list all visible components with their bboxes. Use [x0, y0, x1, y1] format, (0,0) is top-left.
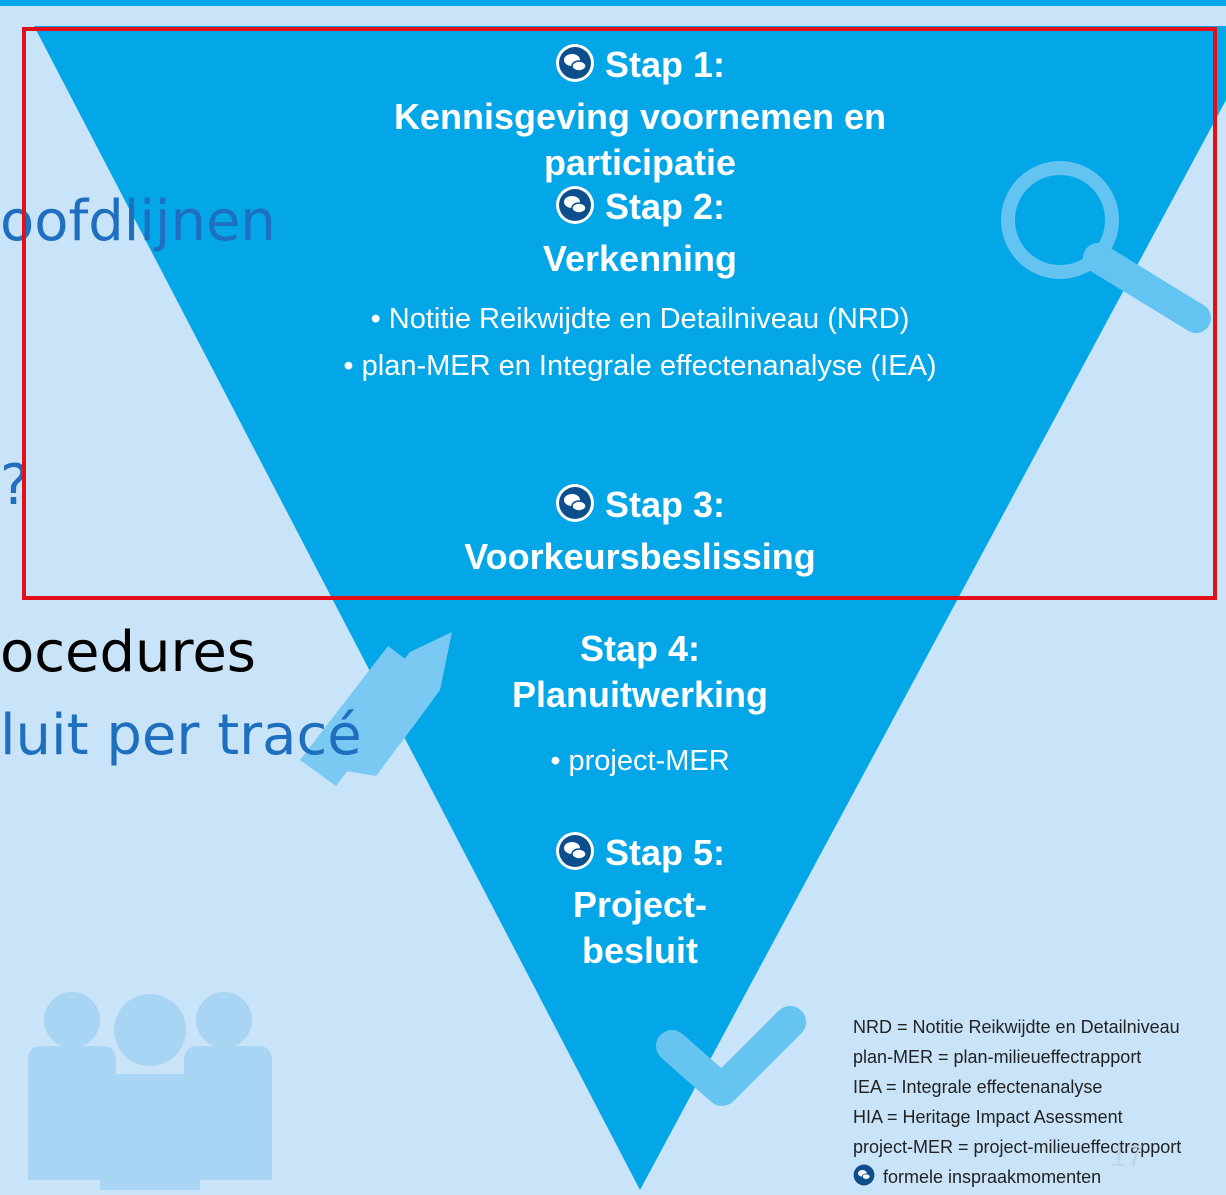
speech-bubble-icon: [555, 43, 595, 94]
step-2-bullet-2: • plan-MER en Integrale effectenanalyse …: [343, 350, 937, 382]
legend-item: plan-MER = plan-milieueffectrapport: [853, 1047, 1142, 1067]
slide-text-fragment-4: luit per tracé: [0, 703, 362, 768]
legend-item: IEA = Integrale effectenanalyse: [853, 1077, 1103, 1097]
step-title: Stap 4:: [579, 628, 701, 669]
people-icon: [28, 992, 272, 1190]
slide-text-fragment-3: ocedures: [0, 620, 256, 685]
step-title: Stap 2:: [604, 186, 726, 227]
step-name-line-1: Project-: [572, 884, 708, 925]
step-1: Stap 1: Kennisgeving voornemen en partic…: [340, 42, 940, 186]
step-name-line-2: besluit: [581, 930, 698, 971]
step-name: Verkenning: [542, 238, 738, 279]
speech-bubble-icon: [853, 1164, 875, 1195]
checkmark-icon: [656, 1006, 806, 1106]
step-title: Stap 3:: [604, 484, 726, 525]
legend-icon-label: formele inspraakmomenten: [883, 1167, 1102, 1187]
step-4-bullet-1: • project-MER: [550, 745, 730, 777]
legend-icon-row: formele inspraakmomenten: [853, 1162, 1181, 1192]
step-2: Stap 2: Verkenning: [340, 184, 940, 282]
slide-text-fragment-1: oofdlijnen: [0, 189, 276, 254]
speech-bubble-icon: [555, 831, 595, 882]
step-title: Stap 1:: [604, 44, 726, 85]
step-5: Stap 5: Project- besluit: [340, 830, 940, 974]
legend-item: project-MER = project-milieueffectrappor…: [853, 1137, 1182, 1157]
step-title: Stap 5:: [604, 832, 726, 873]
step-2-bullet-1: • Notitie Reikwijdte en Detailniveau (NR…: [370, 303, 910, 335]
funnel-triangle: [34, 26, 1226, 1190]
page-number: 17: [1110, 1140, 1144, 1173]
magnifier-icon: [1001, 161, 1211, 333]
pencil-icon: [300, 632, 452, 786]
step-4: Stap 4: Planuitwerking: [340, 626, 940, 718]
step-name: Planuitwerking: [511, 674, 769, 715]
highlight-box: [22, 27, 1217, 600]
legend: NRD = Notitie Reikwijdte en Detailniveau…: [853, 1012, 1181, 1192]
step-name: Kennisgeving voornemen en participatie: [393, 96, 887, 183]
step-name: Voorkeursbeslissing: [464, 536, 816, 577]
legend-item: HIA = Heritage Impact Asessment: [853, 1107, 1123, 1127]
speech-bubble-icon: [555, 185, 595, 236]
step-3: Stap 3: Voorkeursbeslissing: [340, 482, 940, 580]
speech-bubble-icon: [555, 483, 595, 534]
legend-item: NRD = Notitie Reikwijdte en Detailniveau: [853, 1017, 1180, 1037]
